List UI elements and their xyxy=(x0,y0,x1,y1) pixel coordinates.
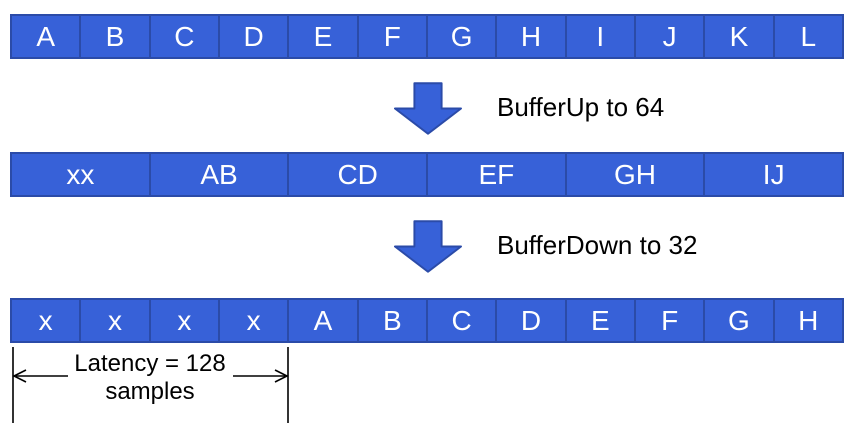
buffer-cell: H xyxy=(772,300,842,341)
buffer-cell: AB xyxy=(148,154,288,195)
buffer-cell: E xyxy=(287,16,356,57)
buffer-cell: A xyxy=(287,300,356,341)
buffer-cell: E xyxy=(564,300,634,341)
buffer-cell: F xyxy=(356,16,426,57)
latency-label-line2: samples xyxy=(105,378,195,405)
buffer-cell: CD xyxy=(287,154,426,195)
buffer-cell: L xyxy=(772,16,842,57)
buffer-cell: D xyxy=(217,16,287,57)
buffer-cell: I xyxy=(564,16,634,57)
buffer-cell: A xyxy=(36,20,55,52)
buffer-cell: GH xyxy=(564,154,704,195)
buffer-cell: B xyxy=(79,16,148,57)
buffer-cell: J xyxy=(633,16,703,57)
buffer-cell: G xyxy=(703,300,772,341)
buffer-cell: K xyxy=(703,16,772,57)
down-arrow-icon xyxy=(394,220,462,273)
buffer-cell: C xyxy=(425,300,495,341)
buffer-cell: x xyxy=(148,300,218,341)
latency-bracket xyxy=(12,347,289,423)
buffer-cell: C xyxy=(148,16,218,57)
buffer-cell: D xyxy=(495,300,564,341)
down-arrow-icon xyxy=(394,82,462,135)
latency-label: Latency = 128 samples xyxy=(55,350,245,406)
buffer-cell: EF xyxy=(426,154,565,195)
buffer-cell: xx xyxy=(66,158,95,190)
buffer-cell: G xyxy=(425,16,495,57)
bufferdown-label: BufferDown to 32 xyxy=(497,230,698,260)
buffer-cell: x xyxy=(79,300,148,341)
buffer-cell: H xyxy=(495,16,564,57)
buffer-cell: IJ xyxy=(703,154,842,195)
latency-label-line1: Latency = 128 xyxy=(74,350,226,377)
buffer-cell: F xyxy=(633,300,703,341)
buffer-cell: x xyxy=(38,304,53,336)
buffer-cell: B xyxy=(356,300,426,341)
buffer-cell: x xyxy=(217,300,287,341)
bufferup-label: BufferUp to 64 xyxy=(497,92,665,122)
